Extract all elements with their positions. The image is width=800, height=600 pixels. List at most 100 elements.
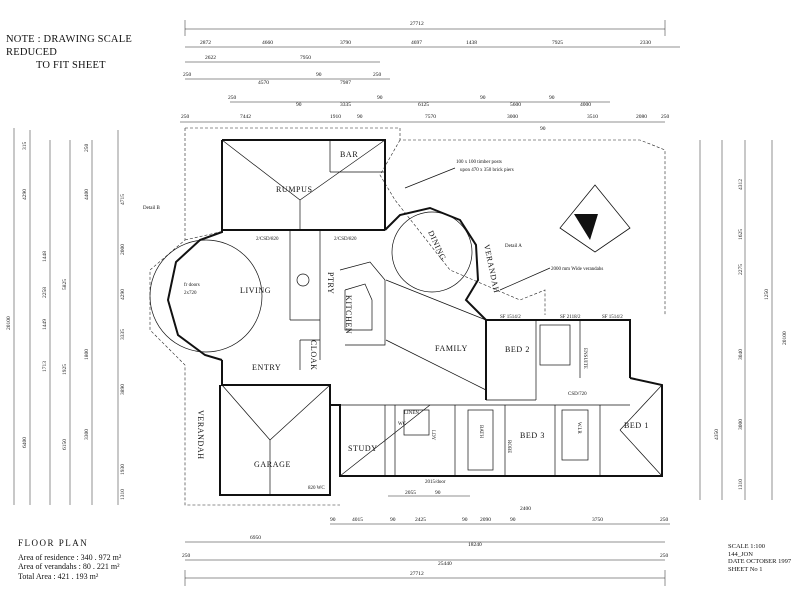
dim-text: 5600	[510, 102, 521, 108]
dim-text: 90	[462, 517, 468, 523]
dim-text: 2090	[480, 517, 491, 523]
dim-text: 2872	[200, 40, 211, 46]
dim-text: 2425	[415, 517, 426, 523]
annotation-verandah-width: 2000 mm Wide verandahs	[551, 267, 603, 272]
dim-text: 6150	[62, 439, 68, 450]
dim-text: 4015	[352, 517, 363, 523]
room-verandah-right: VERANDAH	[482, 244, 501, 294]
room-pantry: PTRY	[326, 272, 335, 294]
dim-text: 25440	[438, 561, 452, 567]
dim-text: 250	[181, 114, 190, 120]
annotation-doors-size: 2x720	[184, 291, 197, 296]
dim-text: 4570	[258, 80, 269, 86]
dim-text: 1625	[738, 229, 744, 240]
left-dimensions: 20100 315 4715 4400 4290 250 2000 1448 2…	[6, 128, 126, 505]
dim-text: 90	[510, 517, 516, 523]
dim-text: 6125	[418, 102, 429, 108]
dim-text: 3000	[507, 114, 518, 120]
dim-text: 1250	[764, 289, 770, 300]
dim-text: 5825	[62, 279, 68, 290]
dim-text: 315	[22, 142, 28, 151]
room-linen: LINEN	[404, 411, 419, 416]
drawing-note: NOTE : DRAWING SCALE REDUCED TO FIT SHEE…	[6, 33, 181, 72]
dim-text: 2080	[636, 114, 647, 120]
dim-text: 1449	[42, 319, 48, 330]
right-dimensions: 20100 4312 1625 2275 1250 3040 4350 3000…	[699, 140, 788, 500]
floor-plan-legend: FLOOR PLAN Area of residence : 340 . 972…	[18, 538, 218, 581]
dim-text: 4715	[120, 194, 126, 205]
dim-text: 4697	[411, 40, 422, 46]
room-robe: ROBE	[506, 440, 511, 453]
window-mark: SF 1514/2	[602, 315, 623, 320]
dim-text: 90	[435, 490, 441, 496]
room-kitchen: KITCHEN	[344, 295, 353, 334]
room-verandah-left: VERANDAH	[196, 410, 205, 460]
dim-text: 27712	[410, 571, 424, 577]
north-arrow-icon	[559, 184, 631, 253]
window-mark: 820 WC	[308, 486, 325, 491]
dim-text: 7925	[552, 40, 563, 46]
dim-text: 18240	[468, 542, 482, 548]
room-bath: BATH	[478, 425, 483, 438]
dim-text: 2330	[640, 40, 651, 46]
dim-text: 250	[183, 72, 192, 78]
dim-text: 3000	[738, 419, 744, 430]
dim-text: 7442	[240, 114, 251, 120]
room-bar: BAR	[340, 150, 358, 159]
dim-text: 250	[660, 553, 669, 559]
dim-text: 250	[228, 95, 237, 101]
dim-text: 7570	[425, 114, 436, 120]
bottom-dimensions: 2055 90 2400 90 4015 90 2425 90 2090 90 …	[182, 490, 670, 586]
dim-text: 3040	[738, 349, 744, 360]
room-garage: GARAGE	[254, 460, 291, 469]
room-ensuite: ENSUITE	[582, 348, 587, 369]
room-bed2: BED 2	[505, 345, 530, 354]
legend-title: FLOOR PLAN	[18, 538, 89, 548]
dim-text: 2000	[120, 244, 126, 255]
note-line-1: NOTE : DRAWING SCALE REDUCED	[6, 34, 132, 58]
dim-text: 1310	[738, 479, 744, 490]
top-overall-dim: 27712	[410, 21, 424, 27]
dim-text: 4290	[120, 289, 126, 300]
dim-text: 1713	[42, 361, 48, 372]
dim-text: 2400	[520, 506, 531, 512]
note-line-2: TO FIT SHEET	[36, 60, 106, 71]
title-drawn-by: 144_JON	[728, 550, 753, 558]
dim-text: 1910	[330, 114, 341, 120]
title-sheet-number: SHEET No 1	[728, 565, 763, 573]
dim-text: 4350	[714, 429, 720, 440]
dim-text: 250	[373, 72, 382, 78]
dim-text: 3790	[340, 40, 351, 46]
dim-text: 4312	[738, 179, 744, 190]
dim-text: 90	[357, 114, 363, 120]
legend-area-residence: Area of residence : 340 . 972 m²	[18, 552, 122, 562]
annotation-csd-dining: 2/CSD/820	[334, 237, 357, 242]
dim-text: 90	[390, 517, 396, 523]
room-dining: DINING	[426, 229, 448, 262]
dim-text: 90	[480, 95, 486, 101]
annotation-detail-b: Detail B	[143, 206, 160, 211]
dim-text: 2275	[738, 264, 744, 275]
dim-text: 3335	[120, 329, 126, 340]
dim-text: 250	[661, 114, 670, 120]
roof-lines	[221, 139, 663, 495]
room-wir: W.I.R	[576, 422, 581, 434]
title-scale: SCALE 1:100	[728, 543, 766, 550]
window-mark: SF 1514/2	[500, 315, 521, 320]
window-mark: SF 2118/2	[560, 315, 581, 320]
dim-text: 2622	[205, 55, 216, 61]
dim-text: 250	[84, 144, 90, 153]
room-living: LIVING	[240, 286, 271, 295]
top-dimensions: 27712 2872 4660 3790 4697 1438 7925 2330…	[180, 20, 680, 132]
room-family: FAMILY	[435, 344, 468, 353]
dim-text: 20100	[6, 316, 12, 330]
dim-text: 1800	[84, 349, 90, 360]
dim-text: 90	[540, 126, 546, 132]
dim-text: 3890	[120, 384, 126, 395]
room-cloak: CLOAK	[309, 340, 318, 371]
room-ldy: LDY	[430, 430, 435, 441]
dim-text: 2055	[405, 490, 416, 496]
dim-text: 4660	[262, 40, 273, 46]
annotation-posts: 100 x 100 timber posts	[456, 160, 502, 165]
